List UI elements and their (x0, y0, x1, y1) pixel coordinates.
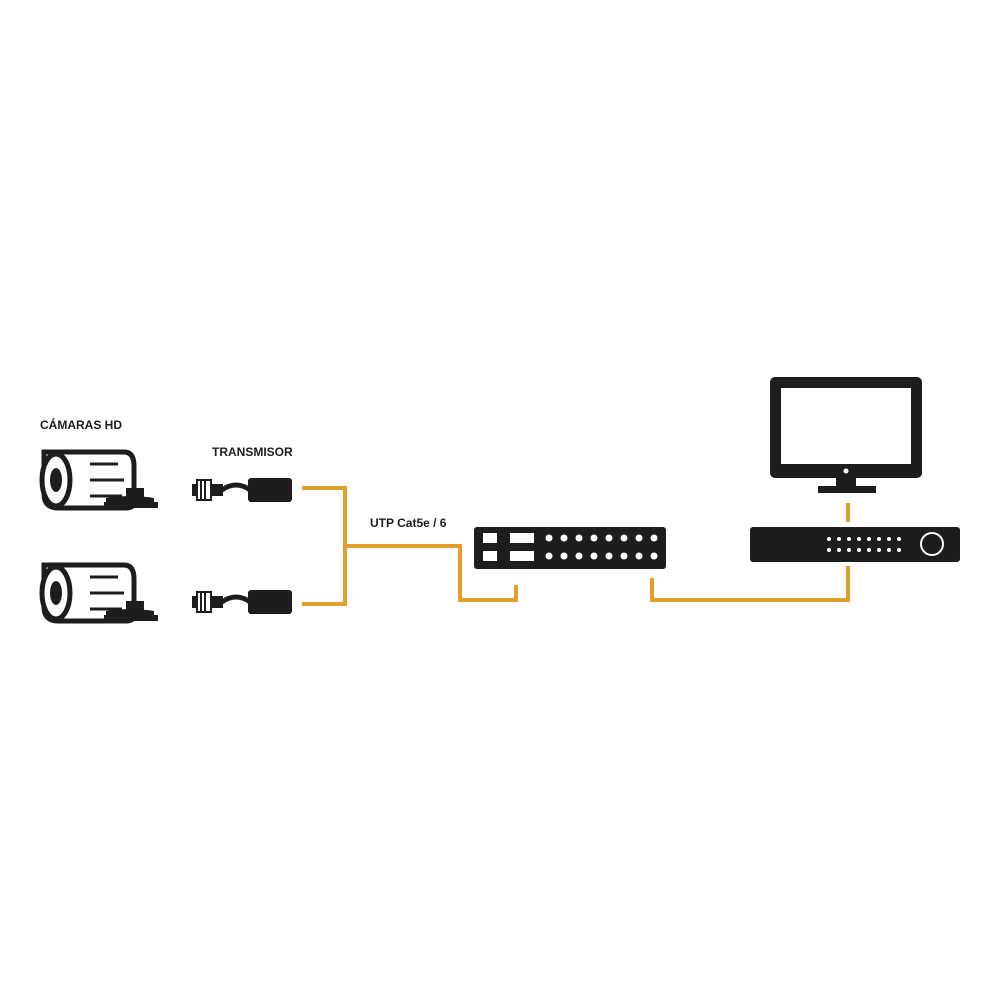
cable-trunk (345, 544, 518, 602)
utp-cables (302, 486, 850, 606)
rj45-port-1 (483, 533, 497, 543)
cameras-label: CÁMARAS HD (40, 418, 122, 432)
monitor-icon (770, 377, 922, 493)
cable-transmitter-1 (302, 486, 347, 606)
hub-icon (474, 527, 666, 569)
cable-hub-to-dvr (650, 566, 850, 602)
hub-bnc-ports (545, 534, 658, 560)
cable-label: UTP Cat5e / 6 (370, 516, 447, 530)
dvr-icon (750, 527, 960, 562)
camera-2-icon (39, 562, 158, 624)
terminal-block-1 (510, 533, 534, 543)
transmitter-label: TRANSMISOR (212, 445, 293, 459)
dvr-indicator-lights (827, 537, 901, 552)
rj45-port-2 (483, 551, 497, 561)
transmitter-1-icon (192, 478, 292, 502)
camera-1-icon (39, 449, 158, 511)
transmitter-2-icon (192, 590, 292, 614)
dvr-knob-icon (920, 532, 944, 556)
terminal-block-2 (510, 551, 534, 561)
